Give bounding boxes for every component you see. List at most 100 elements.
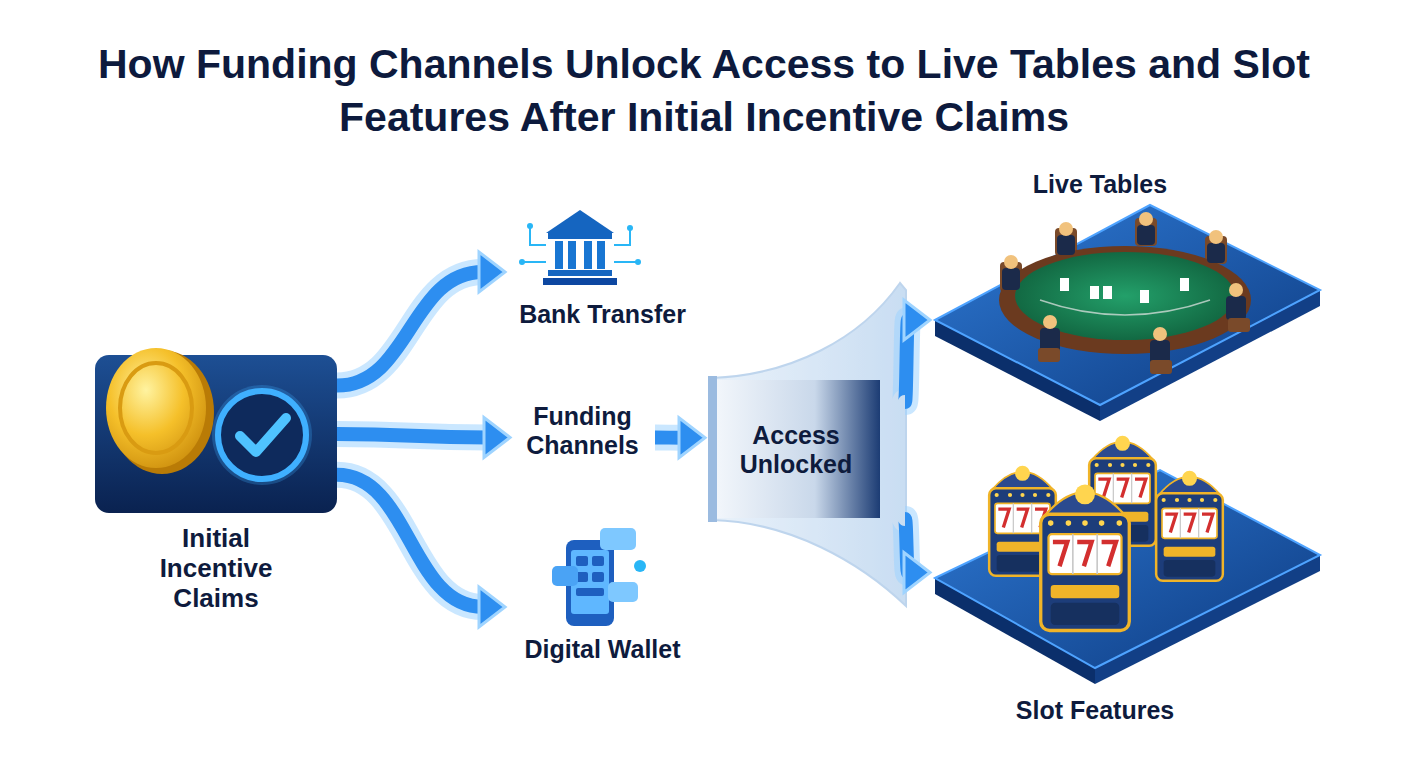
arrow-shaft	[905, 320, 908, 402]
node-label: Slot Features	[995, 696, 1195, 725]
live-table-platform	[935, 205, 1320, 421]
bank-icon	[519, 210, 641, 285]
slot-platform-part	[1156, 471, 1223, 581]
wallet-phone-icon-part	[576, 588, 604, 596]
bank-icon-part	[568, 241, 576, 269]
live-table-platform-part	[1060, 278, 1069, 291]
access-funnel-part	[717, 380, 880, 518]
access-funnel-part	[712, 283, 906, 606]
flow-node: Digital Wallet	[505, 530, 700, 670]
slot-platform	[935, 436, 1320, 684]
slot-platform-part	[1041, 484, 1130, 630]
wallet-phone-icon-part	[592, 572, 604, 582]
bank-icon-part	[548, 270, 612, 276]
wallet-phone-icon-part	[634, 560, 646, 572]
arrow-glow	[655, 425, 683, 451]
live-table-platform-part	[935, 205, 1320, 405]
bank-icon-part	[543, 278, 617, 285]
live-table-platform-part-part	[1139, 212, 1153, 226]
wallet-phone-icon-part	[600, 528, 636, 550]
arrow-head	[904, 300, 930, 340]
live-table-platform-part	[1002, 225, 1246, 364]
arrow-shaft	[337, 475, 483, 607]
bank-icon-part	[627, 225, 633, 231]
flow-node: Funding Channels	[510, 400, 655, 475]
arrow-head	[479, 252, 505, 292]
incentive-box-art-part	[212, 385, 312, 485]
live-table-platform-part	[1150, 360, 1172, 374]
arrow-head	[904, 553, 930, 593]
flow-arrow	[337, 475, 505, 627]
live-table-platform-part-part	[1226, 296, 1246, 320]
diagram-title: How Funding Channels Unlock Access to Li…	[94, 38, 1314, 145]
live-table-platform-part-part	[1209, 230, 1223, 244]
bank-icon-part	[546, 210, 614, 233]
flow-arrow	[904, 300, 930, 402]
live-table-platform-part-part	[1137, 225, 1155, 245]
live-table-platform-part	[1004, 212, 1243, 341]
bank-icon-part	[614, 230, 636, 262]
live-table-platform-part	[1040, 300, 1210, 315]
arrow-shaft	[337, 434, 488, 437]
arrow-shaft	[655, 431, 683, 445]
live-table-platform-part	[1038, 348, 1060, 362]
flow-arrow	[904, 519, 930, 593]
live-table-platform-part-part	[1043, 315, 1057, 329]
node-label: Bank Transfer	[505, 300, 700, 329]
incentive-box-art-part	[120, 363, 192, 453]
node-label: Access Unlocked	[716, 421, 876, 479]
live-table-platform-part	[1228, 318, 1250, 332]
arrow-shaft	[337, 272, 483, 386]
bank-icon-part	[548, 233, 612, 239]
arrow-head	[679, 418, 705, 458]
arrow-head	[484, 418, 510, 458]
live-table-platform-part-part	[1002, 268, 1020, 290]
node-label: Initial Incentive Claims	[131, 523, 301, 613]
flow-arrow	[655, 418, 705, 458]
incentive-box-art-part	[218, 391, 306, 479]
arrow-glow	[337, 475, 483, 607]
incentive-box-art-part	[240, 418, 286, 452]
access-funnel-part	[708, 376, 717, 522]
arrow-glow	[337, 272, 483, 386]
live-table-platform-part-part	[1153, 327, 1167, 341]
arrow-glow	[905, 519, 908, 573]
arrow-glow	[905, 320, 908, 402]
live-table-platform-part-part	[1057, 235, 1075, 255]
arrow-glow	[337, 434, 488, 437]
live-table-platform-part	[1180, 278, 1189, 291]
live-table-platform-part-part	[1229, 283, 1243, 297]
live-table-platform-part	[1140, 290, 1149, 303]
flow-node: Live Tables	[930, 165, 1320, 415]
bank-icon-part	[584, 241, 592, 269]
wallet-phone-icon	[552, 528, 646, 626]
node-label: Digital Wallet	[505, 635, 700, 664]
bank-icon-part	[597, 241, 605, 269]
live-table-platform-part-part	[1004, 255, 1018, 269]
live-table-platform-part	[1103, 286, 1112, 299]
node-label: Funding Channels	[510, 402, 655, 460]
live-table-platform-part	[1015, 252, 1235, 340]
access-funnel	[708, 283, 906, 606]
flow-arrow	[337, 252, 505, 386]
wallet-phone-icon-part	[576, 556, 588, 566]
incentive-box-art	[95, 348, 337, 513]
bank-icon-part	[527, 223, 533, 229]
arrow-head	[479, 587, 505, 627]
flow-arrow	[337, 418, 510, 458]
flow-node: Access Unlocked	[705, 285, 905, 610]
arrow-shaft	[905, 519, 908, 573]
bank-icon-part	[635, 259, 641, 265]
bank-icon-part	[524, 228, 546, 262]
bank-icon-part	[519, 259, 525, 265]
live-table-platform-part-part	[1059, 222, 1073, 236]
live-table-platform-part-part	[1207, 243, 1225, 263]
bank-icon-part	[555, 241, 563, 269]
flow-node: Slot Features	[930, 420, 1320, 725]
wallet-phone-icon-part	[552, 566, 578, 586]
flow-node: Initial Incentive Claims	[95, 355, 337, 610]
node-label: Live Tables	[1000, 170, 1200, 199]
flow-node: Bank Transfer	[505, 212, 700, 332]
live-table-platform-part	[1090, 286, 1099, 299]
